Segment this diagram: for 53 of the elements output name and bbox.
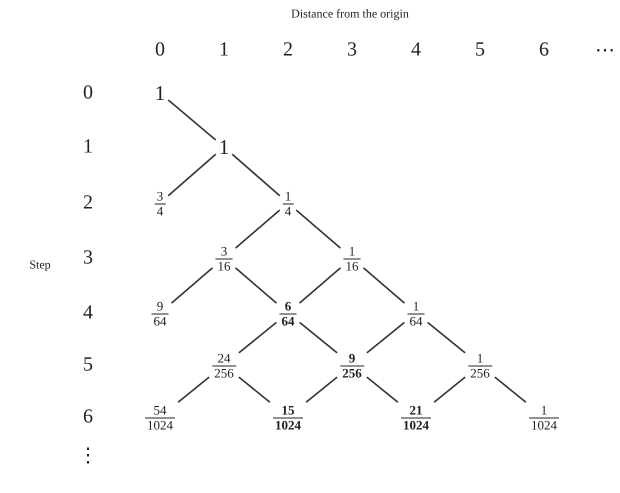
connector-line: [363, 267, 405, 304]
fraction: 21 1024: [401, 402, 431, 432]
column-number: 6: [539, 38, 549, 62]
column-number: 0: [155, 38, 165, 62]
connector-line: [296, 210, 341, 249]
connector-line: [434, 376, 466, 403]
column-number: 5: [475, 38, 485, 62]
connector-line: [238, 376, 270, 403]
column-number: 3: [347, 38, 357, 62]
row-number: 4: [83, 302, 93, 324]
fraction: 9 256: [340, 350, 364, 380]
probability-value: 1: [154, 82, 166, 104]
connector-line: [235, 210, 280, 249]
connector-line: [168, 99, 216, 141]
connector-line: [238, 322, 277, 354]
connector-line: [366, 376, 398, 403]
ellipsis: ⋯: [595, 38, 615, 62]
fraction: 3 4: [154, 188, 166, 218]
fraction: 15 1024: [273, 402, 303, 432]
probability-value: 1: [218, 136, 230, 158]
fraction: 1 1024: [529, 402, 559, 432]
axis-title: Step: [29, 258, 51, 272]
connector-line: [366, 322, 405, 354]
fraction: 3 16: [216, 242, 232, 274]
connector-line: [178, 376, 210, 403]
connector-line: [232, 154, 280, 196]
connector-line: [494, 376, 526, 403]
fraction: 1 64: [408, 298, 424, 328]
fraction: 24 256: [212, 350, 236, 380]
row-number: 0: [83, 82, 93, 104]
column-number: 4: [411, 38, 421, 62]
fraction: 1 4: [282, 188, 294, 218]
row-number: 1: [83, 136, 93, 158]
connector-line: [299, 267, 341, 304]
column-number: 2: [283, 38, 293, 62]
fraction: 54 1024: [145, 402, 175, 432]
fraction: 1 16: [344, 242, 360, 274]
fraction: 6 64: [280, 298, 296, 328]
axis-title: Distance from the origin: [291, 6, 409, 22]
row-number: 3: [83, 246, 93, 270]
row-number: 5: [83, 354, 93, 376]
connector-line: [168, 154, 216, 196]
fraction: 1 256: [468, 350, 492, 380]
connector-line: [299, 322, 338, 354]
connector-line: [306, 376, 338, 403]
connector-line: [235, 267, 277, 304]
row-number: 2: [83, 192, 93, 214]
column-number: 1: [219, 38, 229, 62]
fraction: 9 64: [152, 298, 168, 328]
row-number: 6: [83, 406, 93, 428]
ellipsis: ⋮: [78, 444, 98, 468]
connector-line: [171, 267, 213, 304]
connector-line: [427, 322, 466, 354]
